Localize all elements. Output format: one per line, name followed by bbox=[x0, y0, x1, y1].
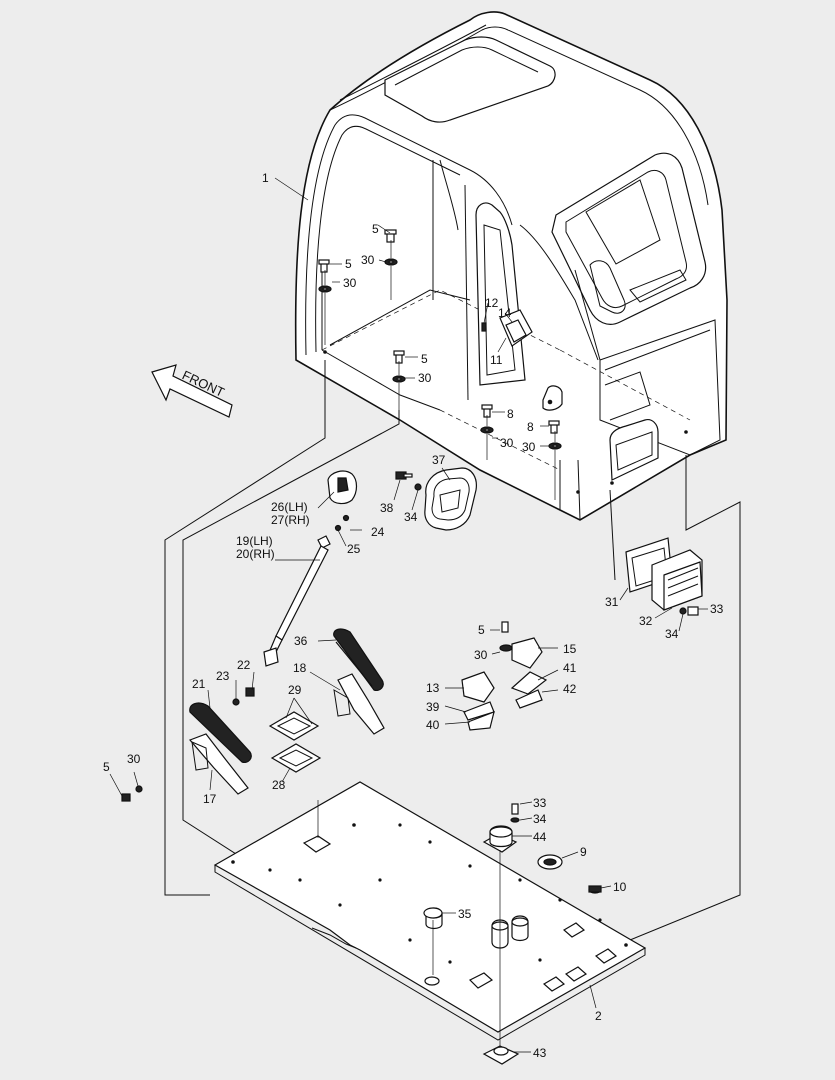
callout-30: 30 bbox=[127, 752, 141, 766]
assembly-lines bbox=[164, 360, 741, 941]
part-31-vent bbox=[625, 537, 703, 616]
callout-38: 38 bbox=[380, 501, 394, 515]
callout-32: 32 bbox=[639, 614, 653, 628]
leader-lines bbox=[109, 177, 708, 1053]
callout-18: 18 bbox=[293, 661, 307, 675]
callout-5: 5 bbox=[478, 623, 485, 637]
callout-30: 30 bbox=[474, 648, 488, 662]
part-21-pedal bbox=[188, 687, 255, 795]
floor-plate bbox=[213, 781, 647, 1065]
callout-8: 8 bbox=[527, 420, 534, 434]
callout-37: 37 bbox=[432, 453, 446, 467]
callout-5: 5 bbox=[103, 760, 110, 774]
callout-30: 30 bbox=[500, 436, 514, 450]
callout-23: 23 bbox=[216, 669, 230, 683]
callout-31: 31 bbox=[605, 595, 619, 609]
callout-30: 30 bbox=[343, 276, 357, 290]
callout-10: 10 bbox=[613, 880, 627, 894]
callout-19-lh: 19(LH) bbox=[236, 534, 273, 548]
callout-24: 24 bbox=[371, 525, 385, 539]
callout-12: 12 bbox=[485, 296, 499, 310]
callout-20-rh: 20(RH) bbox=[236, 547, 275, 561]
callout-34: 34 bbox=[665, 627, 679, 641]
callout-36: 36 bbox=[294, 634, 308, 648]
callout-44: 44 bbox=[533, 830, 547, 844]
callout-25: 25 bbox=[347, 542, 361, 556]
callout-30: 30 bbox=[361, 253, 375, 267]
part-37-grommet bbox=[395, 467, 477, 531]
callout-8: 8 bbox=[507, 407, 514, 421]
callout-5: 5 bbox=[372, 222, 379, 236]
callout-1: 1 bbox=[262, 171, 269, 185]
callout-34: 34 bbox=[404, 510, 418, 524]
cab-fasteners bbox=[318, 229, 562, 500]
callout-5: 5 bbox=[345, 257, 352, 271]
brackets bbox=[121, 621, 548, 802]
callout-34: 34 bbox=[533, 812, 547, 826]
part-29-plates bbox=[268, 711, 322, 773]
callout-17: 17 bbox=[203, 792, 217, 806]
callout-27-rh: 27(RH) bbox=[271, 513, 310, 527]
callouts: 1 5 5 30 30 12 14 11 5 30 8 8 30 30 37 3… bbox=[103, 171, 724, 1060]
callout-33: 33 bbox=[710, 602, 724, 616]
callout-35: 35 bbox=[458, 907, 472, 921]
part-36-pedal bbox=[333, 628, 385, 735]
callout-14: 14 bbox=[498, 306, 512, 320]
callout-15: 15 bbox=[563, 642, 577, 656]
part-19-lever bbox=[263, 470, 358, 667]
callout-29: 29 bbox=[288, 683, 302, 697]
callout-26-lh: 26(LH) bbox=[271, 500, 308, 514]
callout-2: 2 bbox=[595, 1009, 602, 1023]
callout-30: 30 bbox=[522, 440, 536, 454]
callout-42: 42 bbox=[563, 682, 577, 696]
callout-33: 33 bbox=[533, 796, 547, 810]
callout-40: 40 bbox=[426, 718, 440, 732]
callout-13: 13 bbox=[426, 681, 440, 695]
callout-5: 5 bbox=[421, 352, 428, 366]
callout-41: 41 bbox=[563, 661, 577, 675]
callout-39: 39 bbox=[426, 700, 440, 714]
callout-22: 22 bbox=[237, 658, 251, 672]
callout-21: 21 bbox=[192, 677, 206, 691]
callout-28: 28 bbox=[272, 778, 286, 792]
front-arrow: FRONT bbox=[151, 364, 233, 418]
callout-43: 43 bbox=[533, 1046, 547, 1060]
callout-9: 9 bbox=[580, 845, 587, 859]
cab-body bbox=[294, 11, 728, 521]
callout-11: 11 bbox=[490, 353, 503, 367]
callout-30: 30 bbox=[418, 371, 432, 385]
